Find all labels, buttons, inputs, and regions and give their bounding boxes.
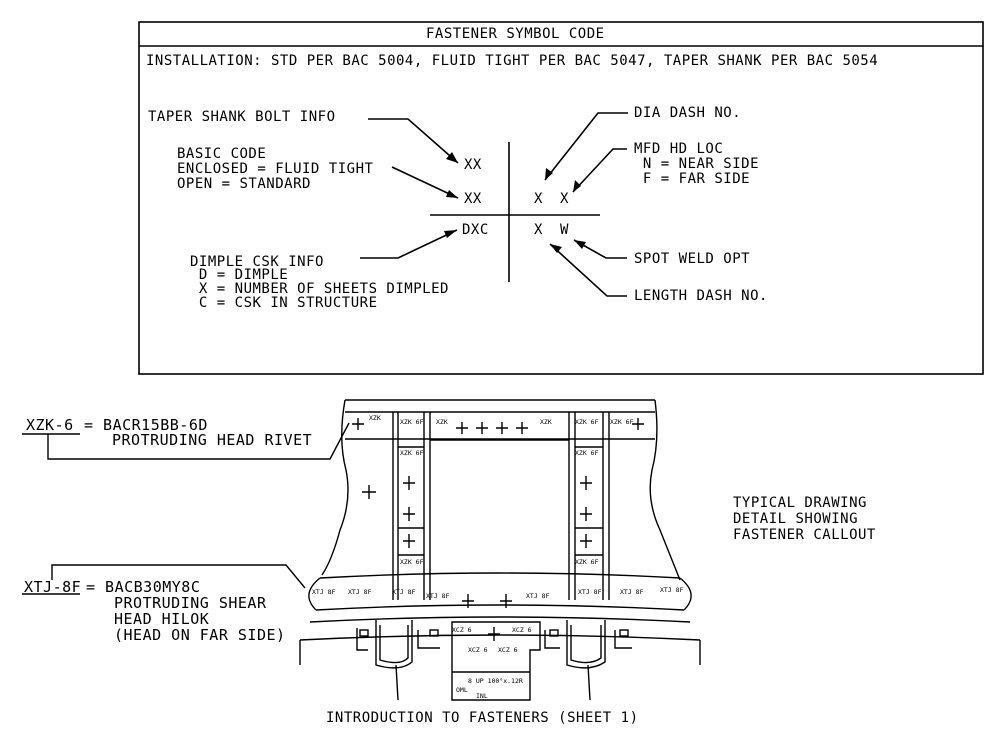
basic-code-open: OPEN = STANDARD [177, 176, 311, 192]
typical-line-2: DETAIL SHOWING [733, 511, 859, 527]
taper-shank-label: TAPER SHANK BOLT INFO [148, 109, 336, 125]
svg-text:XTJ 8F: XTJ 8F [526, 592, 550, 600]
symbol-x2: X [560, 191, 569, 207]
dimple-c: C = CSK IN STRUCTURE [190, 295, 378, 311]
legend-title: FASTENER SYMBOL CODE [426, 26, 605, 42]
mfd-far: F = FAR SIDE [634, 171, 751, 187]
symbol-x3: X [534, 222, 543, 238]
svg-text:XZK: XZK [436, 418, 448, 426]
svg-text:XCZ 6: XCZ 6 [452, 626, 472, 634]
svg-text:XZK 6F: XZK 6F [400, 418, 424, 426]
xtj-desc-1: PROTRUDING SHEAR [114, 594, 267, 612]
svg-text:OML: OML [456, 686, 468, 694]
symbol-w: W [560, 222, 569, 238]
typical-line-1: TYPICAL DRAWING [733, 495, 867, 511]
fastener-crosses [352, 418, 644, 641]
basic-code-label: BASIC CODE [177, 146, 267, 162]
svg-text:XTJ 8F: XTJ 8F [312, 588, 336, 596]
svg-text:XZK 6F: XZK 6F [400, 558, 424, 566]
svg-text:XCZ 6: XCZ 6 [498, 646, 518, 654]
svg-text:XCZ 6: XCZ 6 [512, 626, 532, 634]
svg-text:XTJ 8F: XTJ 8F [348, 588, 372, 596]
panel-drawing [299, 399, 701, 701]
typical-line-3: FASTENER CALLOUT [733, 527, 876, 543]
svg-text:XZK: XZK [540, 418, 552, 426]
svg-text:XTJ 8F: XTJ 8F [426, 592, 450, 600]
svg-text:XCZ 6: XCZ 6 [468, 646, 488, 654]
dia-dash-label: DIA DASH NO. [634, 105, 742, 121]
dimple-d: D = DIMPLE [190, 267, 289, 283]
spot-weld-label: SPOT WELD OPT [634, 251, 751, 267]
svg-text:XZK: XZK [369, 414, 381, 422]
svg-text:XZK 6F: XZK 6F [400, 449, 424, 457]
svg-text:XZK 6F: XZK 6F [575, 558, 599, 566]
footer-caption: INTRODUCTION TO FASTENERS (SHEET 1) [326, 710, 639, 726]
xzk-code: XZK-6 [26, 416, 74, 434]
svg-text:XZK 6F: XZK 6F [575, 449, 599, 457]
xtj-desc-3: (HEAD ON FAR SIDE) [114, 626, 286, 644]
mfd-near: N = NEAR SIDE [634, 156, 760, 172]
symbol-xx-top: XX [464, 157, 482, 173]
svg-text:XTJ 8F: XTJ 8F [620, 588, 644, 596]
installation-note: INSTALLATION: STD PER BAC 5004, FLUID TI… [146, 53, 879, 69]
svg-text:XTJ 8F: XTJ 8F [392, 588, 416, 596]
svg-text:INL: INL [476, 692, 488, 700]
xzk-part: = BACR15BB-6D [84, 416, 208, 434]
svg-text:8 UP 100°x.12R: 8 UP 100°x.12R [468, 677, 523, 685]
xtj-part: = BACB30MY8C [86, 578, 201, 596]
svg-text:XTJ 8F: XTJ 8F [578, 588, 602, 596]
xtj-code: XTJ-8F [24, 578, 82, 596]
svg-text:XZK 6F: XZK 6F [610, 418, 634, 426]
xzk-desc: PROTRUDING HEAD RIVET [112, 431, 313, 449]
symbol-dxc: DXC [462, 222, 489, 238]
svg-text:XZK 6F: XZK 6F [575, 418, 599, 426]
symbol-x1: X [534, 191, 543, 207]
svg-text:XTJ 8F: XTJ 8F [660, 586, 684, 594]
mfd-label: MFD HD LOC [634, 141, 724, 157]
symbol-xx-mid: XX [464, 191, 482, 207]
dimple-label: DIMPLE CSK INFO [190, 254, 324, 270]
length-dash-label: LENGTH DASH NO. [634, 288, 768, 304]
basic-code-enclosed: ENCLOSED = FLUID TIGHT [177, 161, 374, 177]
dimple-x: X = NUMBER OF SHEETS DIMPLED [190, 281, 449, 297]
xtj-desc-2: HEAD HILOK [114, 610, 210, 628]
